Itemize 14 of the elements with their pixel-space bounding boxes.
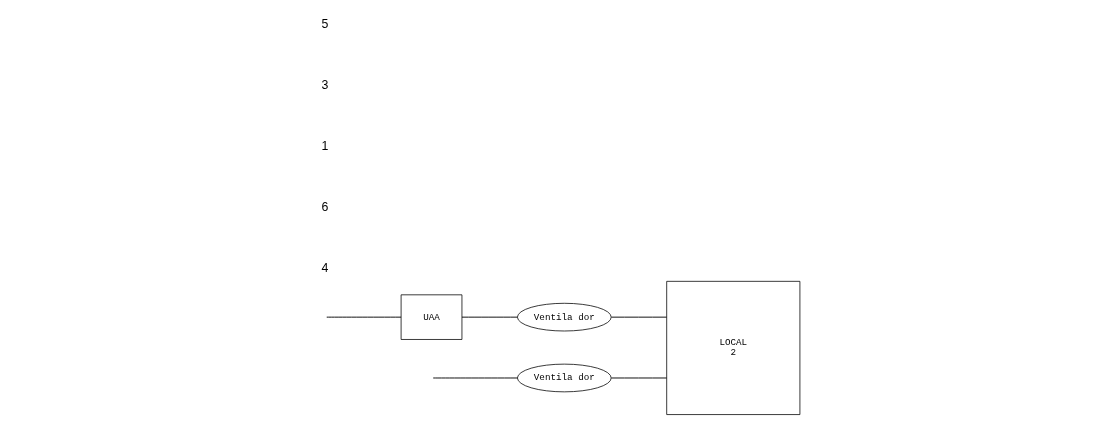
label: 4 (320, 260, 328, 275)
node-ellipse: Ventila dor (516, 363, 612, 393)
label: 3 (320, 78, 328, 93)
connector (461, 316, 518, 318)
connector (325, 316, 401, 318)
connector (610, 316, 667, 318)
connector (432, 377, 518, 379)
label: 5 (320, 17, 328, 32)
connector (610, 377, 667, 379)
node-box: LOCAL 2 (665, 280, 800, 415)
label: 6 (320, 199, 328, 214)
node-box: UAA (400, 294, 462, 340)
node-ellipse: Ventila dor (516, 302, 612, 332)
label: 1 (320, 138, 328, 153)
